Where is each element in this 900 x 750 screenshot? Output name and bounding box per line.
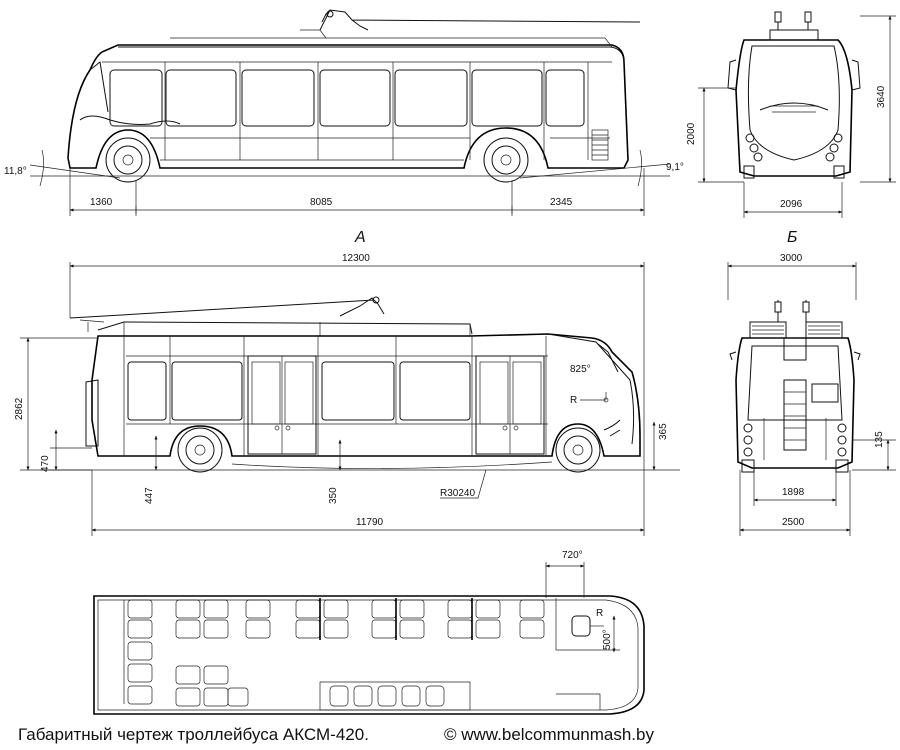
side-view-a [20,262,680,536]
dim-track-rear: 1898 [782,487,805,498]
dim-wheelbase: 8085 [310,197,333,208]
label-radius-side: R [570,395,577,406]
dim-height-front: 365 [658,423,669,440]
front-headlights [745,133,843,162]
view-label-rear: Б [787,229,797,246]
dim-door-width: 720° [562,550,583,561]
caption-copyright: © www.belcommunmash.by [444,725,654,744]
dim-length-body: 11790 [356,517,384,528]
front-wheel [105,137,151,183]
rear-view [727,262,896,536]
dim-height-mirror: 2000 [686,122,697,145]
label-radius-plan: R [596,608,603,619]
rear-wheel [483,137,529,183]
seat-block-right [175,665,249,707]
dim-height-body: 2862 [14,397,25,420]
angle-rear-label: 9,1° [666,162,684,173]
driver-cab [555,598,620,710]
dim-height-total: 3640 [876,85,887,108]
trolley-poles [319,9,641,31]
dim-length-poles: 12300 [342,253,370,264]
dim-width-poles: 3000 [780,253,803,264]
dim-radius-turn: R30240 [440,488,475,499]
dim-height-floor-mid: 350 [328,487,339,504]
caption-title: Габаритный чертеж троллейбуса АКСМ-420. [18,725,369,744]
angle-front-label: 11,8° [4,166,27,177]
dim-overhang-front: 1360 [90,197,113,208]
dim-overhang-rear: 2345 [550,197,573,208]
dim-height-step-rear: 470 [40,455,51,472]
platform-seats [319,681,471,711]
front-wheel-a [555,427,601,473]
rear-wheel-a [177,427,223,473]
plan-view [93,562,645,715]
rear-lights [743,423,847,457]
dim-height-floor-rear: 447 [144,487,155,504]
dim-seat-pitch: 500° [602,629,613,650]
front-view [698,11,896,218]
door-middle [247,355,317,455]
dim-width-body: 2500 [782,517,805,528]
view-label-side: А [354,229,366,246]
side-view-top [29,9,671,216]
dim-door-angle: 825° [570,364,591,375]
door-front [475,355,545,455]
seat-rows-left [175,599,545,639]
seat-block-rear [123,599,153,705]
dim-height-rear: 135 [874,431,885,448]
dim-track-front: 2096 [780,199,803,210]
trolley-poles-a [69,297,385,319]
